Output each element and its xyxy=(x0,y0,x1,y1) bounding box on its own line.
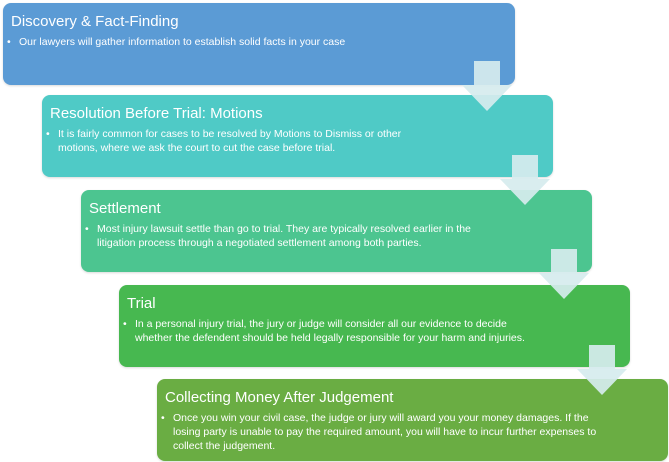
down-arrow-icon xyxy=(500,155,550,205)
step-settlement: Settlement •Most injury lawsuit settle t… xyxy=(81,190,592,272)
step-description: •In a personal injury trial, the jury or… xyxy=(123,318,525,344)
step-title: Resolution Before Trial: Motions xyxy=(50,105,263,122)
step-collecting: Collecting Money After Judgement •Once y… xyxy=(157,379,668,461)
step-trial: Trial •In a personal injury trial, the j… xyxy=(119,285,630,367)
step-title: Discovery & Fact-Finding xyxy=(11,13,179,30)
down-arrow-icon xyxy=(539,249,589,299)
bullet: • xyxy=(85,223,89,235)
step-motions: Resolution Before Trial: Motions •It is … xyxy=(42,95,553,177)
step-description: •Once you win your civil case, the judge… xyxy=(161,412,597,452)
step-title: Settlement xyxy=(89,200,161,217)
step-title: Trial xyxy=(127,295,156,312)
down-arrow-icon xyxy=(462,61,512,111)
step-discovery: Discovery & Fact-Finding •Our lawyers wi… xyxy=(3,3,515,85)
bullet: • xyxy=(46,128,50,140)
bullet: • xyxy=(161,412,165,424)
down-arrow-icon xyxy=(577,345,627,395)
bullet: • xyxy=(123,318,127,330)
step-description: •Most injury lawsuit settle than go to t… xyxy=(85,223,471,249)
step-title: Collecting Money After Judgement xyxy=(165,389,394,406)
bullet: • xyxy=(7,36,11,48)
step-description: •It is fairly common for cases to be res… xyxy=(46,128,402,154)
step-description: •Our lawyers will gather information to … xyxy=(7,36,346,48)
